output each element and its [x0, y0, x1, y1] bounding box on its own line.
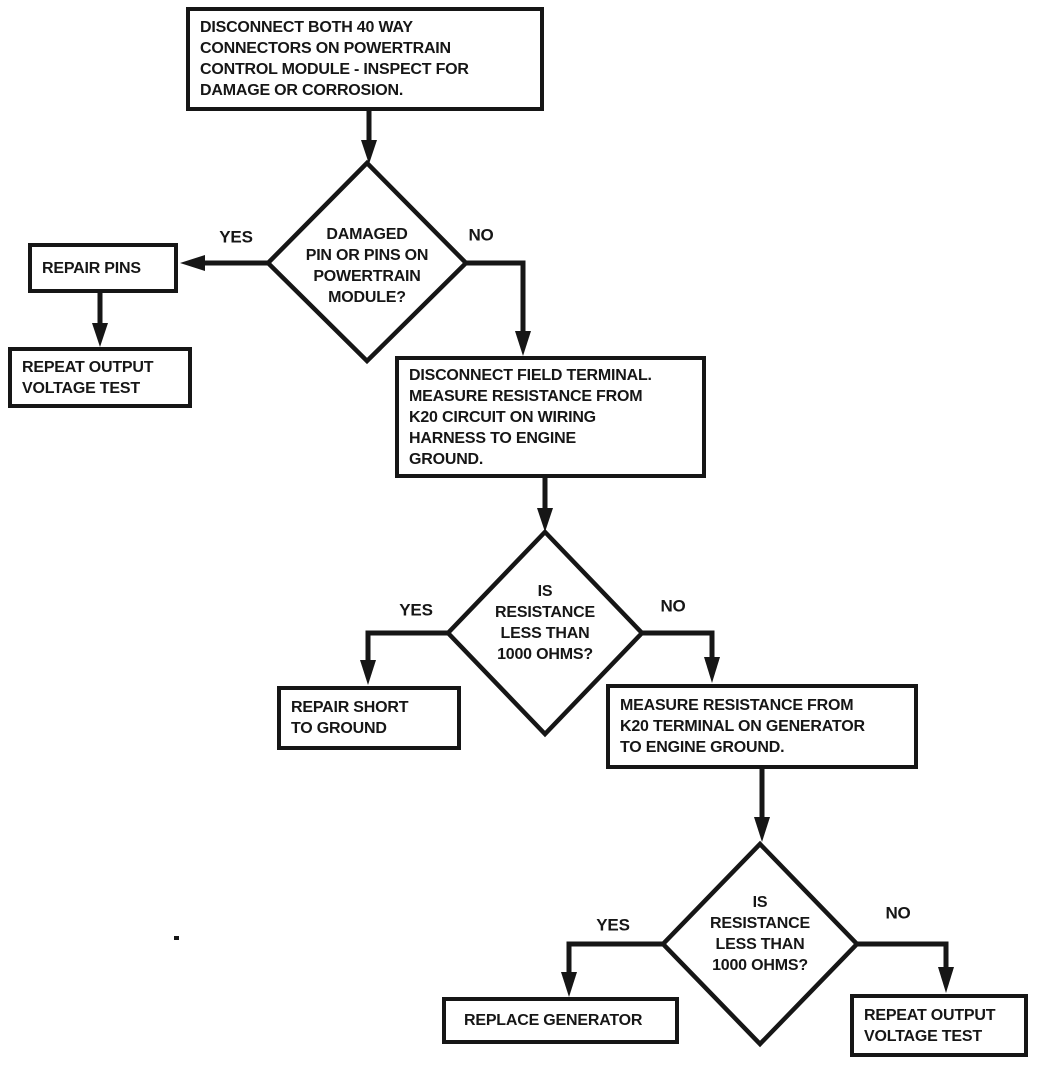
connector-decision1-no	[466, 260, 526, 332]
arrowhead-measurek20-to-decision3	[754, 817, 770, 842]
connector-decision3-yes	[566, 941, 663, 973]
connector-decision2-yes	[365, 630, 448, 660]
arrowhead-decision1-yes	[180, 255, 205, 271]
edge-label-decision1-yes: YES	[219, 227, 253, 247]
process-box-repeat-output-voltage-test-left: REPEAT OUTPUT VOLTAGE TEST	[8, 347, 192, 408]
process-box-disconnect-connectors: DISCONNECT BOTH 40 WAY CONNECTORS ON POW…	[186, 7, 544, 111]
decision2-diamond-shape	[444, 528, 646, 738]
decision-resistance-1000ohms-label-1: IS RESISTANCE LESS THAN 1000 OHMS?	[495, 583, 595, 663]
connector-decision3-no	[857, 941, 949, 968]
edge-label-decision3-yes: YES	[596, 915, 630, 935]
process-box-repeat-output-voltage-test-right: REPEAT OUTPUT VOLTAGE TEST	[850, 994, 1028, 1057]
process-box-repair-pins: REPAIR PINS	[28, 243, 178, 293]
arrowhead-start-to-decision1	[361, 140, 377, 164]
process-box-replace-generator: REPLACE GENERATOR	[442, 997, 679, 1044]
arrowhead-decision3-no	[938, 967, 954, 993]
arrowhead-decision2-yes	[360, 660, 376, 685]
process-box-disconnect-field-terminal: DISCONNECT FIELD TERMINAL. MEASURE RESIS…	[395, 356, 706, 478]
decision-damaged-pins-label: DAMAGED PIN OR PINS ON POWERTRAIN MODULE…	[305, 226, 429, 306]
decision3-diamond-shape	[659, 840, 861, 1048]
arrowhead-decision2-no	[704, 657, 720, 683]
process-box-measure-k20-terminal: MEASURE RESISTANCE FROM K20 TERMINAL ON …	[606, 684, 918, 769]
edge-label-decision2-yes: YES	[399, 600, 433, 620]
arrowhead-decision1-no	[515, 331, 531, 356]
arrowhead-repairpins-to-repeat	[92, 323, 108, 347]
process-box-repair-short-to-ground: REPAIR SHORT TO GROUND	[277, 686, 461, 750]
decision-resistance-1000ohms-label-2: IS RESISTANCE LESS THAN 1000 OHMS?	[710, 894, 810, 974]
connector-decision2-no	[642, 630, 715, 658]
scan-artifact-dot	[174, 936, 179, 940]
decision1-diamond-shape	[264, 159, 470, 365]
edge-label-decision2-no: NO	[660, 596, 686, 616]
edge-label-decision3-no: NO	[885, 903, 911, 923]
arrowhead-disconnectfield-to-decision2	[537, 508, 553, 532]
edge-label-decision1-no: NO	[468, 225, 494, 245]
arrowhead-decision3-yes	[561, 972, 577, 997]
